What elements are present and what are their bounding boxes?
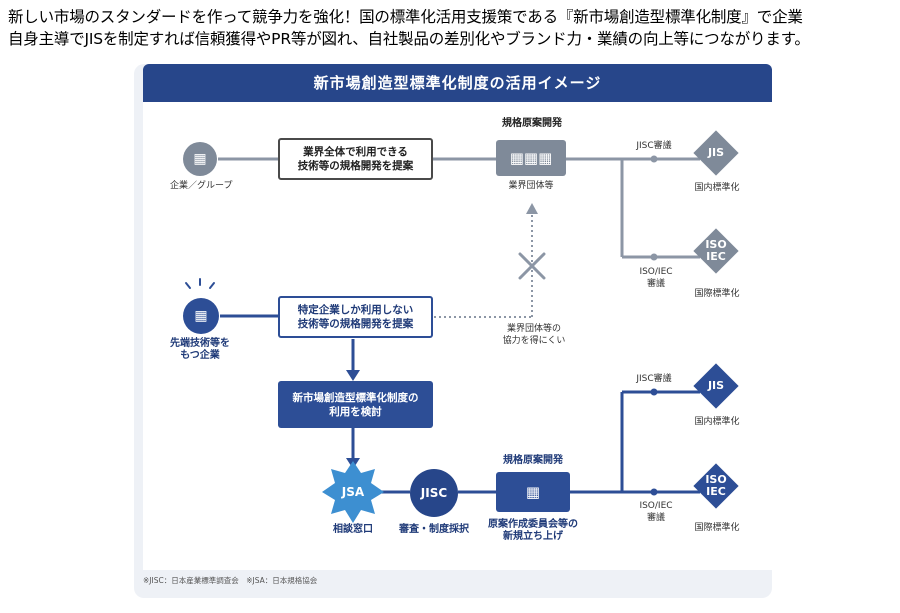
- footnote: ※JISC：日本産業標準調査会 ※JSA：日本規格協会: [143, 576, 318, 585]
- iso-bottom-line-2: IEC: [706, 485, 726, 498]
- iso-label-top-line-1: ISO/IEC: [639, 267, 673, 277]
- jisc-label-top: JISC審議: [636, 141, 672, 151]
- connector-mid-down-arrowhead: [346, 370, 360, 381]
- dev-title-bottom: 規格原案開発: [503, 455, 563, 466]
- iso-label-top-line-2: 審議: [646, 279, 665, 289]
- node-top-iso: [650, 253, 658, 261]
- blocked-line-2: 協力を得にくい: [502, 336, 566, 346]
- iso-label-top: ISO/IEC 審議: [628, 266, 684, 290]
- jis-sub-bottom: 国内標準化: [694, 417, 740, 427]
- jsa-sub: 相談窓口: [333, 524, 373, 535]
- jisc-sub: 審査・制度採択: [399, 524, 469, 535]
- proposal-middle-line-1: 特定企業しか利用しない: [297, 304, 414, 316]
- proposal-top-line-2: 技術等の規格開発を提案: [297, 160, 414, 172]
- dev-sub-top: 業界団体等: [508, 181, 554, 191]
- jsa-star-badge: [322, 461, 384, 523]
- system-line-1: 新市場創造型標準化制度の: [292, 391, 419, 404]
- signal-rays-icon: [185, 278, 215, 289]
- jis-bottom: JIS: [707, 379, 725, 392]
- company-label-middle: 先端技術等を もつ企業: [160, 338, 240, 362]
- system-line-2: 利用を検討: [329, 405, 382, 418]
- proposal-top-line-1: 業界全体で利用できる: [303, 146, 408, 158]
- blocked-line-1: 業界団体等の: [506, 324, 561, 334]
- diagram-title: 新市場創造型標準化制度の活用イメージ: [143, 64, 772, 102]
- dev-sub-bottom-line-2: 新規立ち上げ: [503, 531, 563, 542]
- intro-line-1: 新しい市場のスタンダードを作って競争力を強化！国の標準化活用支援策である『新市場…: [8, 8, 803, 26]
- system-box: 新市場創造型標準化制度の 利用を検討: [278, 381, 433, 428]
- proposal-box-middle: 特定企業しか利用しない 技術等の規格開発を提案: [278, 296, 433, 338]
- jis-sub-top: 国内標準化: [694, 183, 740, 193]
- blocked-cross-icon: [518, 252, 546, 280]
- proposal-middle-line-2: 技術等の規格開発を提案: [297, 318, 414, 330]
- company-middle-line-2: もつ企業: [180, 350, 220, 361]
- dev-box-top: ▦▦▦: [496, 140, 566, 176]
- node-top-jisc: [650, 155, 658, 163]
- node-bottom-iso: [650, 488, 658, 496]
- blocked-label: 業界団体等の 協力を得にくい: [500, 323, 568, 347]
- intro-text: 新しい市場のスタンダードを作って競争力を強化！国の標準化活用支援策である『新市場…: [8, 6, 896, 50]
- jisc-label-bottom: JISC審議: [636, 374, 672, 384]
- proposal-box-top: 業界全体で利用できる 技術等の規格開発を提案: [278, 138, 433, 180]
- blocked-path-arrowhead: [526, 203, 538, 214]
- diamond-top-jis: [693, 130, 739, 176]
- dev-sub-bottom-line-1: 原案作成委員会等の: [488, 519, 578, 530]
- iso-label-bottom: ISO/IEC 審議: [628, 500, 684, 524]
- iso-top: ISO IEC: [700, 235, 732, 267]
- building-row-icon: ▦▦▦: [509, 149, 553, 167]
- intro-line-2: 自身主導でJISを制定すれば信頼獲得やPR等が図れ、自社製品の差別化やブランド力…: [8, 30, 810, 48]
- company-middle-line-1: 先端技術等を: [170, 338, 230, 349]
- iso-bottom-line-1: ISO: [705, 473, 727, 486]
- iso-sub-top: 国際標準化: [694, 289, 740, 299]
- iso-label-bottom-line-1: ISO/IEC: [639, 501, 673, 511]
- dev-title-top: 規格原案開発: [502, 118, 562, 129]
- iso-bottom: ISO IEC: [700, 470, 732, 502]
- iso-top-line-1: ISO: [705, 238, 727, 251]
- iso-top-line-2: IEC: [706, 250, 726, 263]
- dev-sub-bottom: 原案作成委員会等の 新規立ち上げ: [478, 519, 588, 543]
- company-icon-top: ▦: [183, 142, 217, 176]
- iso-sub-bottom: 国際標準化: [694, 523, 740, 533]
- iso-label-bottom-line-2: 審議: [646, 513, 665, 523]
- jisc-circle: JISC: [410, 469, 458, 517]
- dev-box-bottom: ▦: [496, 472, 570, 512]
- company-icon-middle: ▦: [183, 298, 219, 334]
- node-bottom-jisc: [650, 388, 658, 396]
- building-icon-bottom: ▦: [525, 483, 541, 501]
- jsa-badge-text: JSA: [341, 485, 365, 499]
- jis-top: JIS: [707, 146, 725, 159]
- company-label-top: 企業／グループ: [170, 181, 233, 191]
